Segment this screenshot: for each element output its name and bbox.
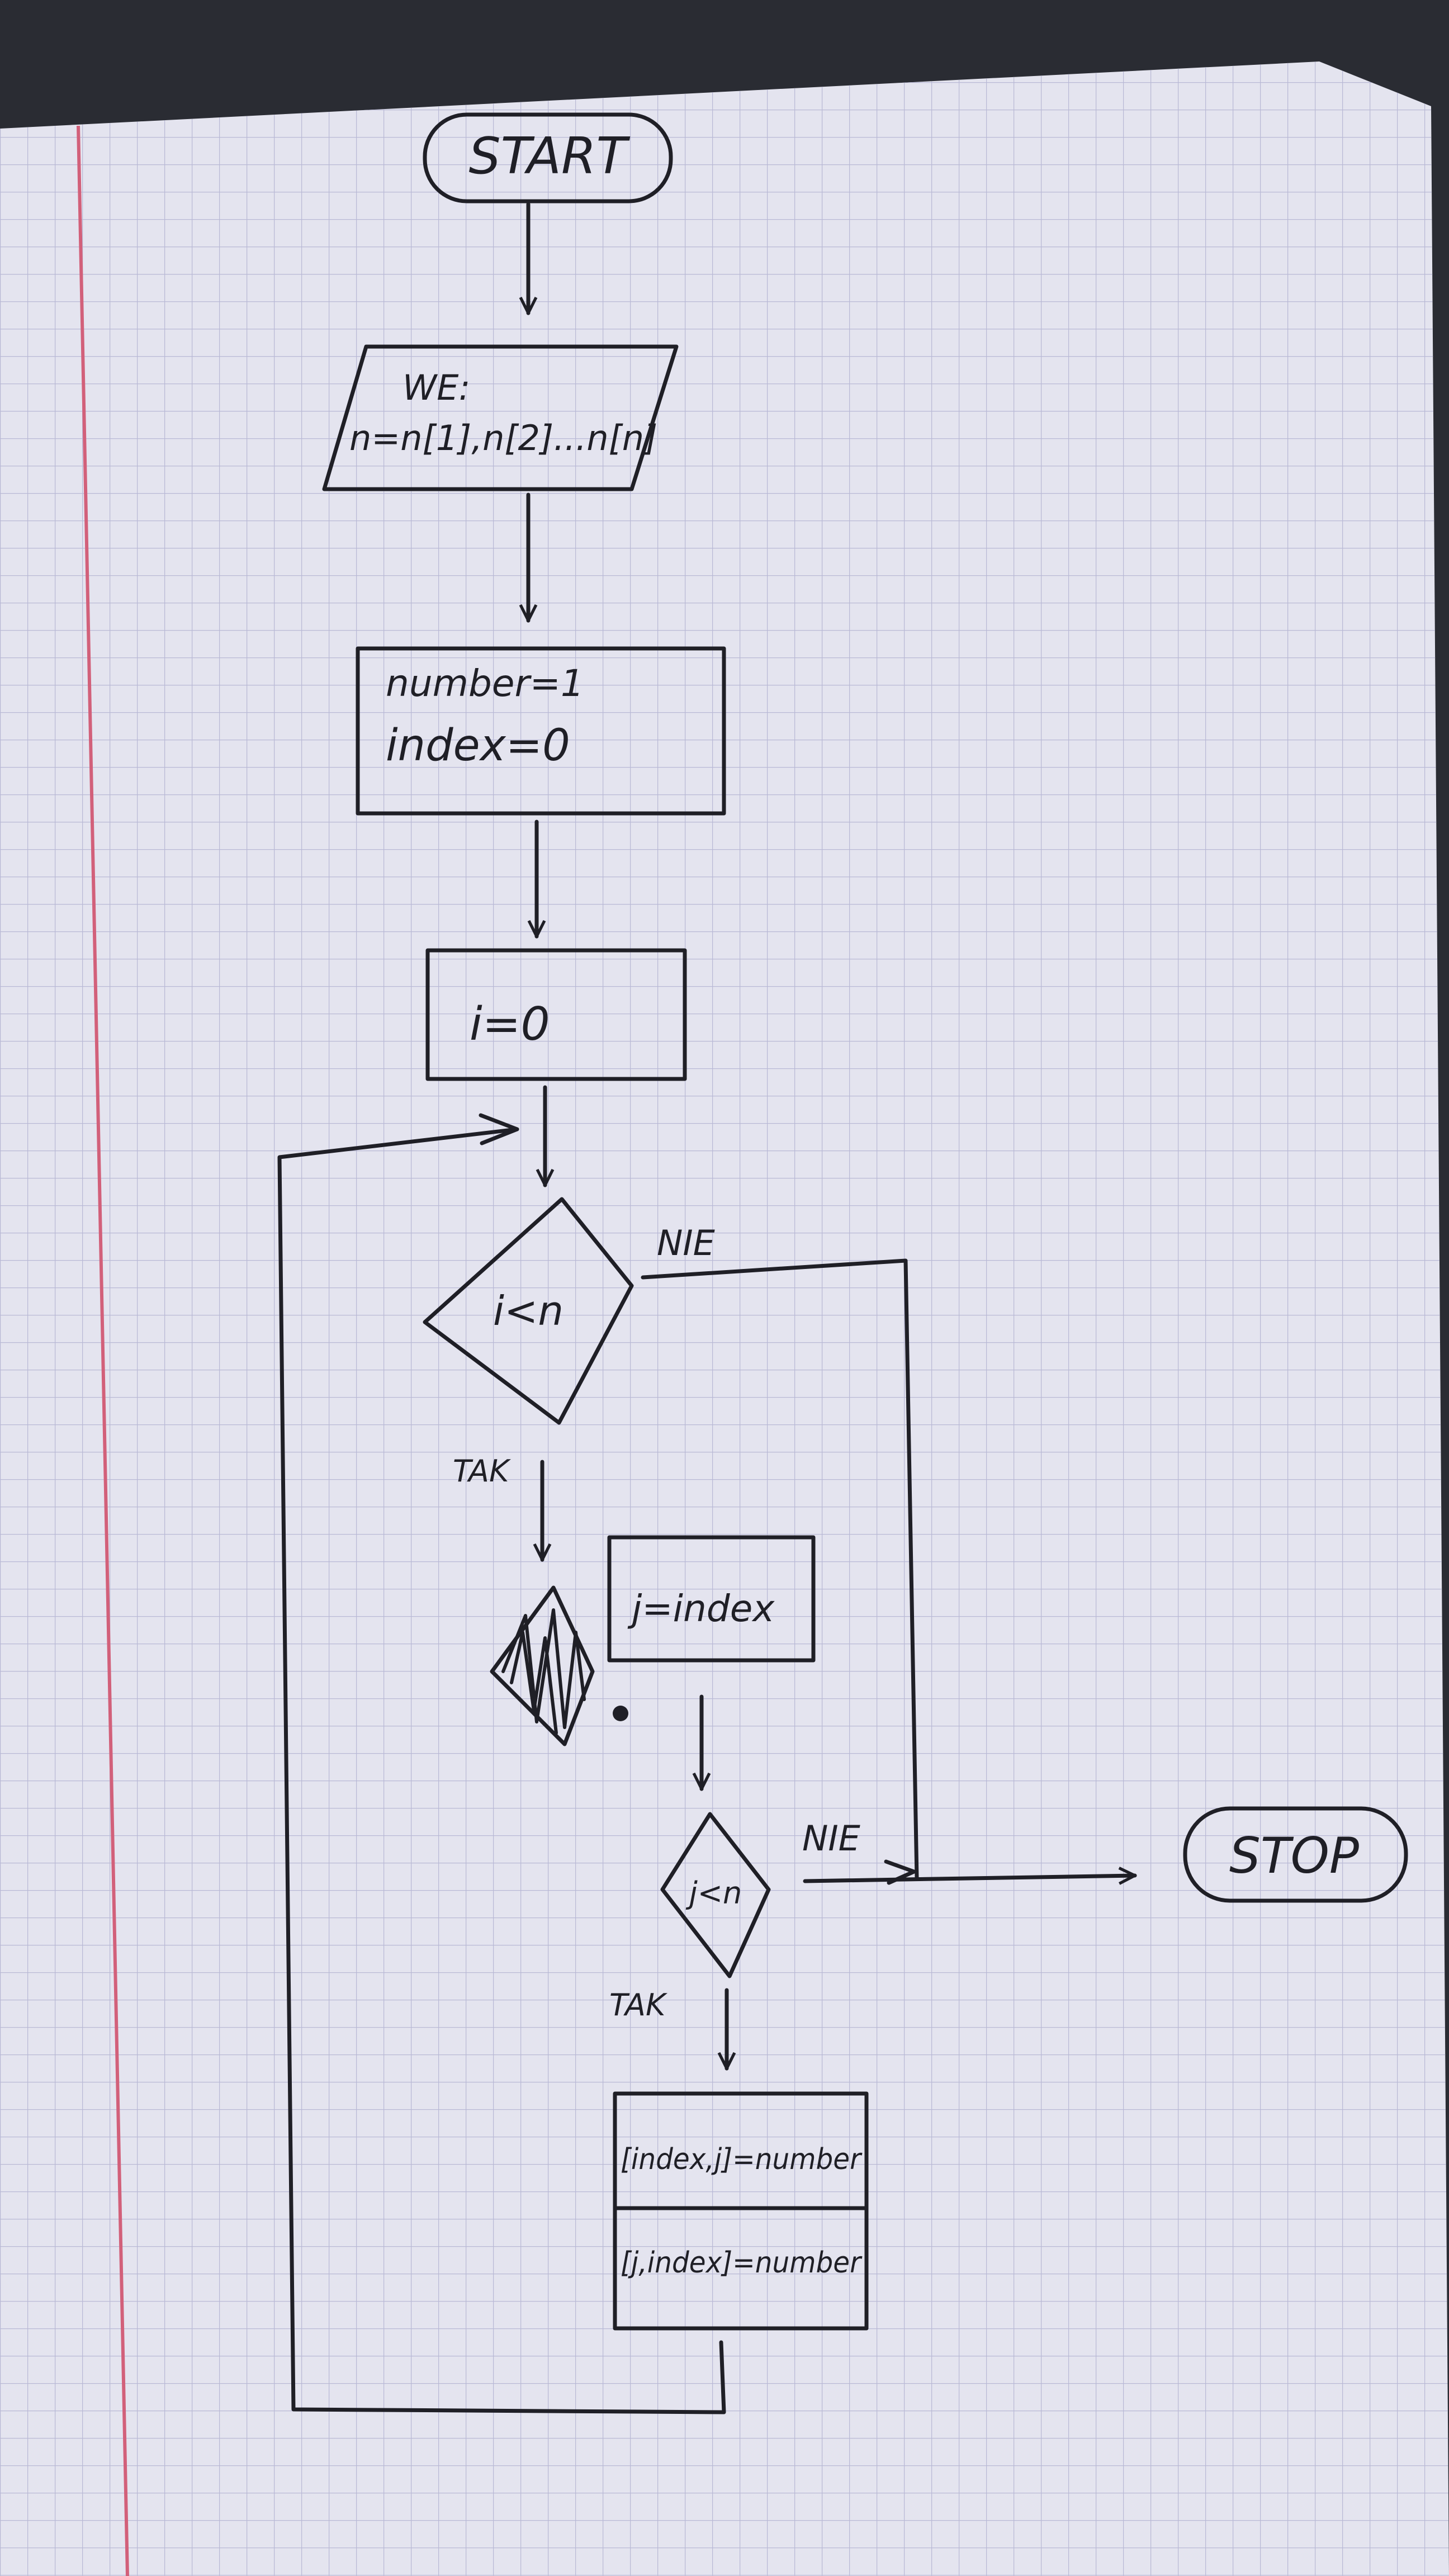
i-init-label: i=0 xyxy=(470,998,550,1051)
input-parallelogram xyxy=(322,344,679,491)
margin-line xyxy=(77,125,129,2576)
body-line2-label: [j,index]=number xyxy=(621,2246,863,2280)
start-terminal xyxy=(423,112,673,203)
start-label: START xyxy=(469,127,631,186)
inner-condition-diamond xyxy=(660,1812,771,1978)
inner-no-label: NIE xyxy=(802,1818,861,1859)
inner-condition-label: j<n xyxy=(685,1876,742,1911)
loop-back-arrowhead xyxy=(479,1113,519,1145)
scribbled-diamond xyxy=(490,1585,595,1746)
notebook-page xyxy=(0,61,1449,2576)
outer-no-branch-line xyxy=(641,1258,919,1881)
arrow-inner-no-to-stop xyxy=(803,1876,1135,1881)
init-number-label: number=1 xyxy=(386,662,584,705)
body-line1-label: [index,j]=number xyxy=(621,2143,863,2176)
ink-dot xyxy=(613,1706,628,1721)
assign-j-label: j=index xyxy=(627,1587,775,1630)
i-init-box xyxy=(425,948,687,1081)
stop-terminal xyxy=(1183,1806,1408,1903)
input-body: n=n[1],n[2]...n[n] xyxy=(349,418,657,458)
outer-condition-diamond xyxy=(423,1197,634,1425)
init-index-label: index=0 xyxy=(386,721,570,771)
inner-yes-label: TAK xyxy=(609,1987,667,2023)
arrow-merge-head xyxy=(884,1859,916,1885)
loop-back-line xyxy=(277,1127,726,2414)
assign-j-box xyxy=(607,1535,816,1663)
outer-yes-label: TAK xyxy=(453,1453,511,1489)
outer-condition-label: i<n xyxy=(493,1287,564,1334)
outer-no-label: NIE xyxy=(657,1223,716,1263)
init-box xyxy=(356,646,726,816)
stop-label: STOP xyxy=(1229,1827,1359,1884)
body-box xyxy=(613,2091,869,2331)
input-title: WE: xyxy=(402,367,470,408)
